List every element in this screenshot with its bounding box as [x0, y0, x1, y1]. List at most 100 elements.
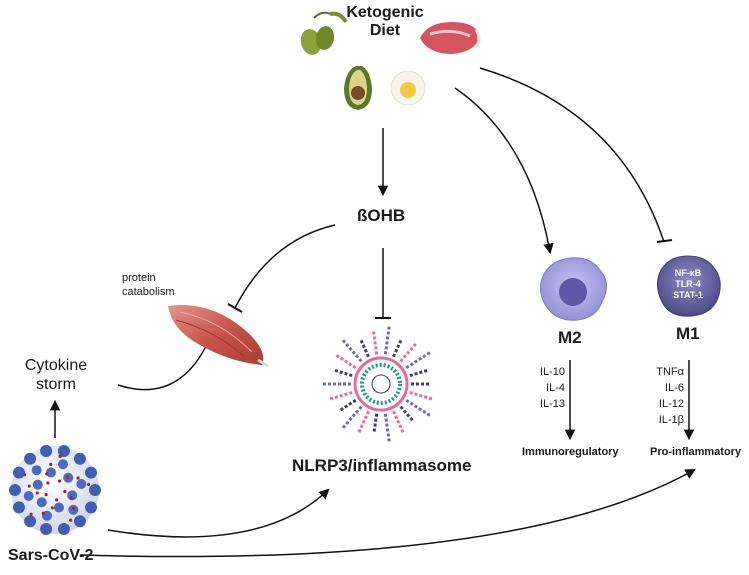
virus-spike — [46, 467, 57, 478]
m2-cytokine: IL-4 — [546, 382, 565, 394]
immunoregulatory-label: Immunoregulatory — [522, 446, 619, 458]
inflammasome-spoke — [409, 391, 434, 401]
m1-inhibition-bar — [656, 239, 673, 243]
diet-title-line1: Ketogenic — [346, 4, 424, 21]
virus-spike — [73, 452, 86, 465]
nlrp3-inflammasome-label: NLRP3/inflammasome — [292, 456, 472, 475]
virus-spike — [40, 445, 53, 458]
m2-cytokine: IL-13 — [539, 398, 565, 410]
sars-cov-2-label: Sars-CoV-2 — [8, 547, 94, 564]
egg-icon — [390, 70, 426, 106]
virus-protein-dot — [50, 506, 54, 510]
virus-protein-dot — [63, 489, 67, 494]
virus-spike — [85, 501, 98, 514]
diet-inhibits-m1 — [479, 67, 665, 243]
virus-protein-dot — [46, 481, 50, 485]
m2-cytokine-list: IL-10 IL-4 IL-13 — [525, 364, 565, 412]
inflammasome-spoke — [334, 353, 357, 370]
inflammasome-spoke — [341, 405, 363, 429]
virus-protein-dot — [66, 475, 70, 479]
inflammasome-spoke — [409, 368, 430, 377]
virus-protein-dot — [29, 512, 33, 516]
virus-protein-dot — [57, 479, 62, 483]
virus-protein-dot — [44, 493, 48, 497]
inflammasome-spoke — [383, 413, 391, 442]
virus-spike — [32, 479, 43, 490]
virus-protein-dot — [49, 462, 53, 466]
inflammasome-spoke — [371, 330, 379, 355]
diet-title-line2: Diet — [369, 22, 401, 39]
protein-catabolism-line1: protein — [122, 272, 156, 284]
m1-macrophage-icon — [656, 255, 721, 317]
virus-protein-dot — [71, 506, 76, 510]
diet-to-m2-arrow — [454, 87, 554, 255]
virus-spike — [24, 452, 37, 465]
virus-to-nlrp3-arrow — [107, 488, 330, 538]
virus-spike — [9, 484, 21, 496]
muscle-icon — [168, 305, 269, 368]
m1-marker: NF-κB — [674, 268, 702, 278]
olives-icon — [300, 11, 348, 55]
inflammasome-spoke — [383, 326, 391, 355]
inflammasome-spoke — [358, 337, 370, 358]
m1-cytokine: IL-12 — [658, 398, 684, 410]
m1-marker-list: NF-κB TLR-4 STAT-1 — [664, 268, 712, 301]
virus-spike — [73, 515, 86, 528]
virus-spike — [31, 465, 42, 476]
virus-spike — [40, 522, 53, 535]
muscle-inhibition-bar — [227, 303, 243, 313]
inflammasome-spoke — [338, 398, 357, 413]
cytokine-storm-label: Cytokine storm — [12, 356, 100, 394]
virus-protein-dot — [76, 476, 80, 480]
inflammasome-spoke — [328, 391, 353, 401]
virus-protein-dot — [69, 518, 73, 522]
inflammasome-spoke — [332, 368, 353, 377]
sars-cov-2-virus-icon — [9, 445, 101, 535]
m1-marker: STAT-1 — [673, 290, 703, 300]
virus-spike — [12, 466, 25, 479]
virus-spike — [76, 479, 87, 490]
inflammasome-spoke — [372, 413, 379, 434]
virus-spike — [23, 490, 34, 501]
virus-protein-dot — [69, 496, 73, 500]
steak-icon — [420, 22, 481, 54]
ketogenic-diet-title: Ketogenic Diet — [340, 4, 430, 40]
inflammasome-spoke — [357, 410, 370, 434]
protein-catabolism-label: protein catabolism — [122, 271, 175, 299]
inflammasome-spoke — [405, 351, 431, 370]
inflammasome-spoke — [399, 405, 415, 423]
inflammasome-spoke — [392, 410, 405, 434]
m1-label: M1 — [676, 324, 700, 343]
m2-label: M2 — [558, 328, 582, 347]
m2-macrophage-icon — [540, 257, 607, 321]
virus-protein-dot — [86, 482, 91, 487]
virus-spike — [57, 445, 70, 458]
virus-protein-dot — [58, 454, 62, 458]
m1-cytokine: IL-1β — [658, 414, 684, 426]
cytokine-storm-line1: Cytokine — [24, 357, 88, 374]
m1-marker: TLR-4 — [675, 279, 701, 289]
virus-protein-dot — [22, 473, 27, 477]
virus-spike — [53, 502, 64, 513]
virus-protein-dot — [55, 498, 59, 502]
cytokine-storm-line2: storm — [36, 376, 76, 393]
protein-catabolism-line2: catabolism — [122, 286, 175, 298]
virus-protein-dot — [41, 511, 45, 515]
virus-spike — [12, 501, 25, 514]
virus-protein-dot — [45, 472, 49, 476]
inflammasome-spoke — [392, 337, 404, 358]
avocado-icon — [344, 66, 372, 110]
inflammasome-spoke — [399, 342, 418, 363]
cytokine-to-muscle-arrow — [117, 336, 212, 391]
bohb-inhibits-muscle — [234, 224, 336, 309]
virus-spike — [85, 466, 98, 479]
virus-spike — [57, 522, 70, 535]
nlrp3-inflammasome-icon — [323, 326, 434, 442]
m1-cytokine: IL-6 — [665, 382, 684, 394]
inflammasome-spoke — [341, 339, 363, 363]
virus-spike — [36, 497, 47, 508]
inflammasome-spoke — [405, 398, 431, 417]
virus-spike — [57, 459, 68, 470]
m1-cytokine-list: TNFα IL-6 IL-12 IL-1β — [642, 364, 684, 428]
